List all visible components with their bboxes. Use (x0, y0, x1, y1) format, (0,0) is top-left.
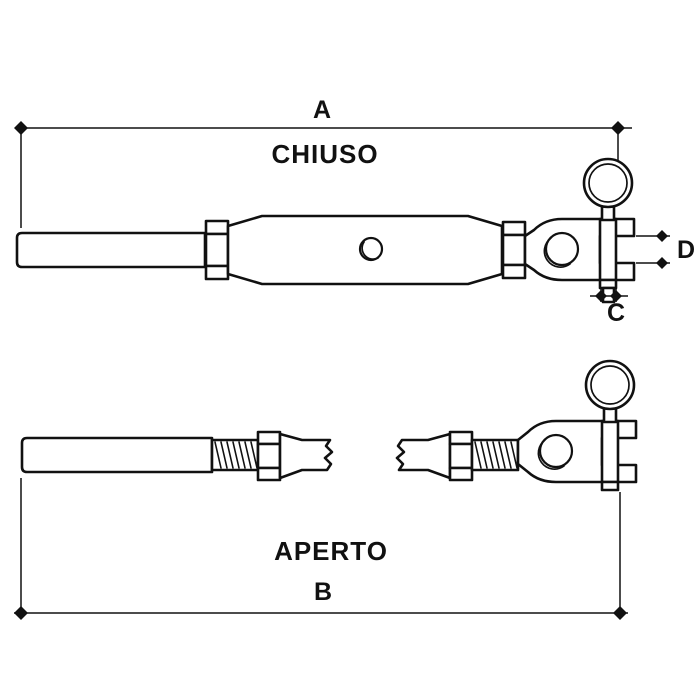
open-assembly (20, 359, 638, 492)
open-clevis-pin-shaft (600, 419, 620, 484)
open-state-label: APERTO (274, 536, 388, 566)
dimension-a-label: A (313, 96, 331, 124)
clevis-pin-shaft (598, 217, 618, 282)
dimension-b-label: B (314, 578, 332, 606)
closed-assembly (15, 157, 636, 304)
swage-terminal-rod (15, 231, 207, 269)
open-left-lock-nut (256, 430, 282, 482)
jaw-pin-bore (544, 231, 580, 267)
dimension-d-tick-upper (656, 230, 668, 242)
open-ring-cotter (584, 359, 636, 411)
right-broken-end (395, 432, 452, 480)
left-broken-end (278, 432, 334, 480)
right-lock-nut (501, 220, 527, 280)
jaw-pin-bore-shadow (543, 237, 571, 268)
dimension-c-tick-right (610, 290, 622, 302)
dimension-c-label: C (607, 299, 625, 327)
left-thread-hatching (214, 441, 258, 469)
dimension-a-group (14, 121, 632, 228)
dimension-a-tick-left (14, 121, 28, 135)
ring-cotter (582, 157, 634, 209)
toggle-jaw (523, 217, 636, 282)
dimension-d-label: D (677, 236, 695, 264)
open-jaw-pin-bore (538, 433, 574, 469)
open-right-lock-nut (448, 430, 474, 482)
body-inspection-hole (358, 236, 384, 262)
open-swage-terminal-rod (20, 436, 214, 474)
ring-cotter-inner (588, 163, 628, 203)
dimension-c-tick-left (595, 290, 607, 302)
dimension-c-group: C (590, 288, 628, 327)
dimension-b-tick-right (613, 606, 627, 620)
right-thread-hatching (474, 441, 518, 469)
dimension-b-group (14, 478, 628, 620)
dimension-d-tick-lower (656, 257, 668, 269)
open-ring-cotter-inner (590, 365, 630, 405)
closed-state-label: CHIUSO (271, 139, 378, 169)
left-lock-nut (204, 219, 230, 281)
open-clevis-pin-tail (600, 480, 620, 492)
dimension-b-tick-left (14, 606, 28, 620)
dimension-a-tick-right (611, 121, 625, 135)
body-inspection-hole-shadow (361, 241, 379, 260)
dimension-d-group: D (636, 230, 695, 269)
open-jaw-pin-bore-shadow (537, 439, 565, 470)
